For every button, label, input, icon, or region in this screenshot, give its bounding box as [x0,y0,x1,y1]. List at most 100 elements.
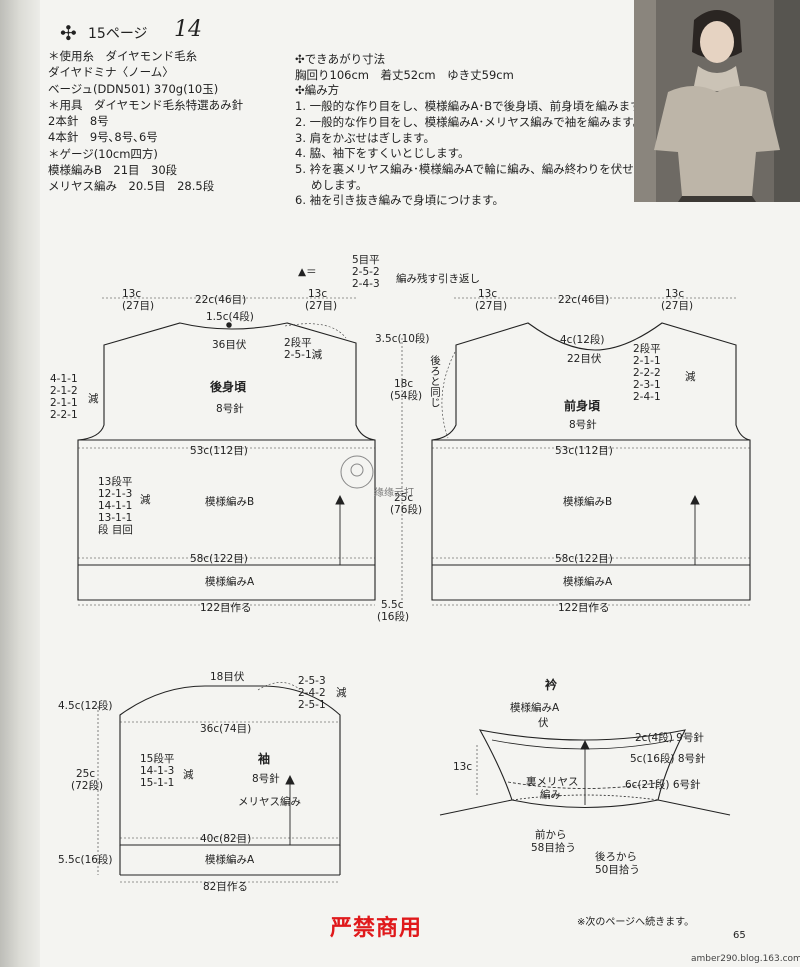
back-top-right-sts: (27目) [305,300,337,312]
collar-front-pick-1: 前から [535,828,567,841]
mid-dim-3a: 25c [394,492,413,504]
sleeve-len-b: (72段) [71,779,103,792]
shoulder-marker: ▲＝ [298,266,317,278]
back-width-dim [78,447,375,606]
back-side: 13-1-1 [98,512,132,524]
knitting-diagrams: 5目平 2-5-2 2-4-3 ▲＝ 編み残す引き返し 13c (27目) 22… [50,254,751,893]
collar-back-pick-1: 後ろから [595,850,637,863]
model-photo-illustration [634,0,800,202]
method-heading: ✣編み方 [295,83,340,98]
sleeve-side: 14-1-3 [140,765,174,777]
collar-front-pick-2: 58目拾う [531,841,576,854]
back-side-label: 減 [140,493,151,506]
front-top-left: 13c [478,288,497,300]
back-width-mid: 53c(112目) [190,445,248,457]
model-photo [634,0,800,202]
same-as-back-1: 後ろと同じ [429,354,441,407]
page-number: 65 [733,930,746,941]
mid-dim-3b: (76段) [390,503,422,516]
watermark-text: 缘缘云打 [374,486,414,499]
front-bind: 22目伏 [567,352,602,365]
back-side: 14-1-1 [98,500,132,512]
sleeve-side: 15-1-1 [140,777,174,789]
method-step: 1. 一般的な作り目をし、模様編みA･Bで後身頃、前身頃を編みます。 [295,99,652,114]
front-title: 前身頃 [564,398,601,413]
back-cast-on: 122目作る [200,602,252,614]
sleeve-cast-on: 82目作る [203,881,248,893]
front-width-mid: 53c(112目) [555,445,613,457]
collar-arrow-head [580,739,590,750]
method-step: 4. 脇、袖下をすくいとじします。 [295,146,470,161]
back-title: 後身頃 [210,379,247,394]
material-line: 4本針 9号､8号､6号 [48,130,158,145]
shoulder-note-2: 2-5-2 [352,266,380,278]
shoulder-note-1: 5目平 [352,254,380,266]
blog-watermark: amber290.blog.163.com [691,954,800,964]
finished-size: 胸回り106cm 着丈52cm ゆき丈59cm [295,67,514,82]
front-top-left-sts: (27目) [475,300,507,312]
material-line: ＊使用糸 ダイヤモンド毛糸 [48,49,198,63]
material-line: ＊ゲージ(10cm四方) [48,146,158,161]
sleeve-stockinette: メリヤス編み [238,795,301,808]
front-neck-dec: 2-2-2 [633,367,661,379]
collar-reverse-2: 編み [540,788,561,801]
method-step: めします。 [311,177,368,192]
no-commercial-stamp: 严禁商用 [330,916,423,941]
sleeve-cap-bind: 18目伏 [210,670,245,683]
continued-note: ※次のページへ続きます。 [577,917,695,928]
material-line: メリヤス編み 20.5目 28.5段 [48,179,215,194]
back-arm-dec: 2-1-1 [50,397,78,409]
front-top-right-sts: (27目) [661,300,693,312]
back-arm-dec: 2-2-1 [50,409,78,421]
method-step: 5. 衿を裏メリヤス編み･模様編みAで輪に編み、編み終わりを伏せ止 [295,161,646,176]
back-pattern-a: 模様編みA [205,575,255,588]
back-side: 段 目回 [98,523,133,536]
material-line: ベージュ(DDN501) 370g(10玉) [48,81,219,96]
front-width-dim [432,447,750,606]
flower-ornament-icon: ✣ [60,21,77,45]
shoulder-note-label: 編み残す引き返し [396,272,480,285]
sleeve-title: 袖 [258,751,270,766]
front-needle: 8号針 [569,418,597,431]
front-neck-dec: 2-1-1 [633,355,661,367]
back-width-hem: 58c(122目) [190,553,248,565]
watermark-seal [340,455,374,489]
method-step: 6. 袖を引き抜き編みで身頃につけます。 [295,193,504,208]
neck-arc [284,323,347,339]
back-neck-dec-1: 2段平 [284,336,312,349]
sleeve-side: 15段平 [140,752,174,765]
back-neck-depth: 1.5c(4段) [206,310,254,323]
mid-dim-4a: 5.5c [381,599,404,611]
sleeve-cap-dec: 2-5-3 [298,675,326,687]
back-side: 13段平 [98,475,132,488]
sleeve-len-a: 25c [76,768,95,780]
back-top-mid: 22c(46目) [195,294,246,306]
back-arm-dec: 4-1-1 [50,373,78,385]
front-neck-dec: 2-4-1 [633,391,661,403]
front-top-right: 13c [665,288,684,300]
specs-block: ✣できあがり寸法 胸回り106cm 着丈52cm ゆき丈59cm ✣編み方 1.… [295,52,652,209]
sleeve-needle: 8号針 [252,772,280,785]
collar-back-pick-2: 50目拾う [595,863,640,876]
pattern-number: 14 [174,17,202,42]
page-reference: 15ページ [88,26,148,42]
back-top-left-sts: (27目) [122,300,154,312]
back-body-outline [77,322,376,601]
mid-dim-2b: (54段) [390,389,422,402]
front-pattern-b: 模様編みB [563,495,612,508]
front-neck-dec: 2段平 [633,342,661,355]
sleeve-arrow-head [285,774,295,785]
sleeve-pattern-a: 模様編みA [205,853,255,866]
sleeve-cuff-depth: 5.5c(16段) [58,853,113,866]
sleeve-cuff-sides [119,845,341,875]
mid-dim-1: 3.5c(10段) [375,332,430,345]
book-spine [0,0,40,967]
collar-pattern-a: 模様編みA [510,701,560,714]
method-step: 2. 一般的な作り目をし、模様編みA･メリヤス編みで袖を編みます。 [295,114,645,129]
front-neck-depth: 4c(12段) [560,333,605,346]
front-body-outline [431,322,751,601]
sleeve-cap-dec: 2-4-2 [298,687,326,699]
pattern-page: ✣ 15ページ 14 ＊使用糸 ダイヤモンド毛糸 ダイヤドミナ〈ノーム〉 ベージ… [40,0,800,967]
back-pattern-b: 模様編みB [205,495,254,508]
front-arrow-head [690,494,700,505]
